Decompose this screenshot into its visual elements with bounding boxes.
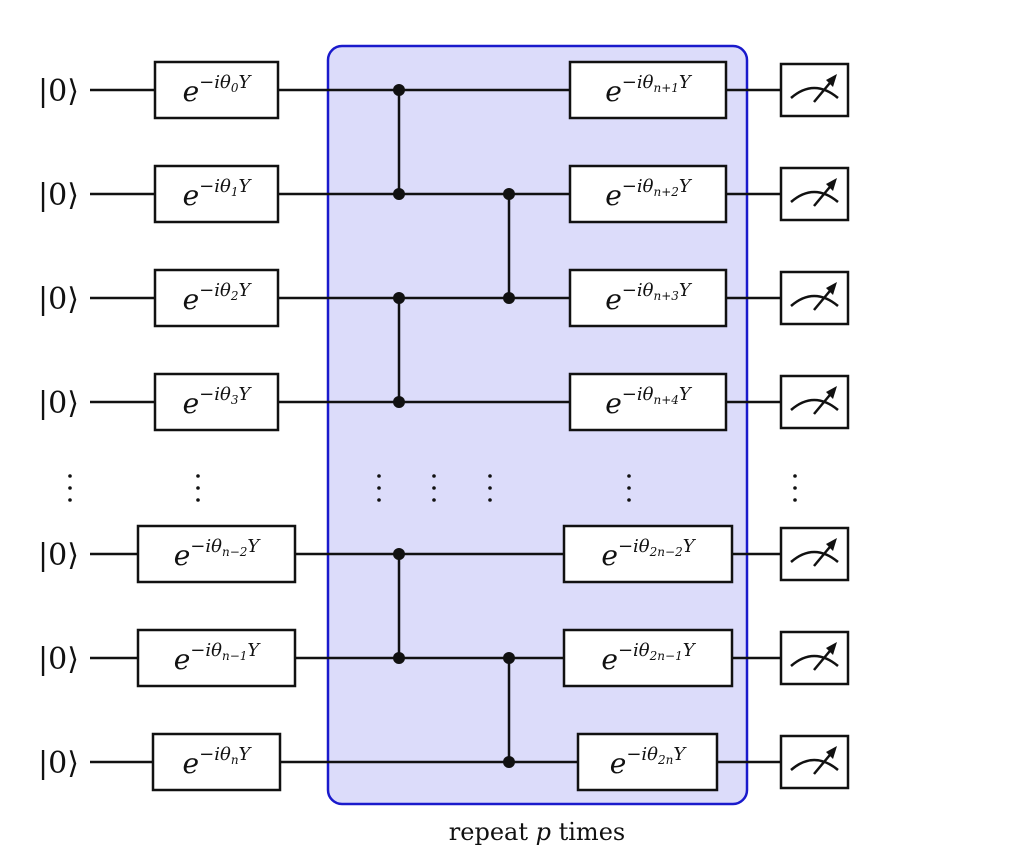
gate-box: [153, 164, 280, 224]
second-rotation-gate: e−iθ2n−1Y: [562, 628, 734, 688]
control-dot: [393, 396, 405, 408]
gate-label: e−iθ2nY: [610, 744, 688, 780]
controlled-z-gate: [503, 652, 515, 768]
control-dot: [503, 756, 515, 768]
first-rotation-gate: e−iθ1Y: [153, 164, 280, 224]
measurement-meter-icon: [779, 526, 850, 582]
gate-box: [151, 732, 282, 792]
vertical-ellipsis: [377, 474, 381, 502]
gate-label: e−iθn+2Y: [605, 176, 693, 212]
initial-state-ket: |0⟩: [38, 746, 79, 781]
first-rotation-gate: e−iθn−2Y: [136, 524, 297, 584]
gate-label: e−iθ2n−1Y: [601, 640, 696, 676]
control-dot: [503, 188, 515, 200]
first-rotation-gate: e−iθn−1Y: [136, 628, 297, 688]
repeat-caption: repeat p times: [449, 818, 625, 846]
controlled-z-gate: [393, 292, 405, 408]
gate-label: e−iθn−1Y: [174, 640, 262, 676]
gate-label: e−iθ3Y: [183, 384, 253, 420]
initial-state-ket: |0⟩: [38, 538, 79, 573]
control-dot: [503, 292, 515, 304]
control-dot: [503, 652, 515, 664]
initial-state-ket: |0⟩: [38, 282, 79, 317]
vertical-ellipsis: [432, 474, 436, 502]
second-rotation-gate: e−iθ2n−2Y: [562, 524, 734, 584]
gate-box: [568, 268, 728, 328]
gate-box: [568, 164, 728, 224]
ellipsis-dots: [68, 474, 797, 502]
second-rotation-gate: e−iθn+3Y: [568, 268, 728, 328]
initial-states: |0⟩ |0⟩ |0⟩ |0⟩ |0⟩ |0⟩ |0⟩: [38, 74, 79, 781]
measurement-meter-icon: [779, 374, 850, 430]
controlled-z-gates: [393, 84, 515, 768]
gate-box: [562, 524, 734, 584]
measurement-meter-icon: [779, 734, 850, 790]
second-rotation-gate: e−iθ2nY: [576, 732, 719, 792]
vertical-ellipsis: [793, 474, 797, 502]
second-rotation-gate: e−iθn+4Y: [568, 372, 728, 432]
initial-state-ket: |0⟩: [38, 178, 79, 213]
measurement-meter-icon: [779, 62, 850, 118]
controlled-z-gate: [393, 548, 405, 664]
gate-label: e−iθn+3Y: [605, 280, 693, 316]
control-dot: [393, 292, 405, 304]
initial-state-ket: |0⟩: [38, 74, 79, 109]
gate-label: e−iθ0Y: [183, 72, 253, 108]
first-rotation-gate: e−iθ3Y: [153, 372, 280, 432]
gate-box: [153, 372, 280, 432]
gate-label: e−iθ1Y: [183, 176, 253, 212]
vertical-ellipsis: [627, 474, 631, 502]
gate-label: e−iθn+1Y: [605, 72, 693, 108]
initial-state-ket: |0⟩: [38, 386, 79, 421]
caption-suffix: times: [551, 818, 625, 846]
first-rotation-gate: e−iθ0Y: [153, 60, 280, 120]
gate-box: [136, 628, 297, 688]
gate-box: [568, 372, 728, 432]
vertical-ellipsis: [196, 474, 200, 502]
second-rotation-gate: e−iθn+2Y: [568, 164, 728, 224]
measurement-meter-icon: [779, 270, 850, 326]
repeat-block: [326, 44, 749, 806]
control-dot: [393, 84, 405, 96]
measurement-meter-icon: [779, 630, 850, 686]
gate-box: [576, 732, 719, 792]
gate-label: e−iθ2Y: [183, 280, 253, 316]
vertical-ellipsis: [488, 474, 492, 502]
controlled-z-gate: [503, 188, 515, 304]
gate-box: [153, 268, 280, 328]
control-dot: [393, 188, 405, 200]
gate-label: e−iθn−2Y: [174, 536, 262, 572]
controlled-z-gate: [393, 84, 405, 200]
measurements: [779, 62, 850, 790]
first-rotation-gate: e−iθ2Y: [153, 268, 280, 328]
gate-label: e−iθnY: [183, 744, 253, 780]
control-dot: [393, 548, 405, 560]
gate-box: [136, 524, 297, 584]
first-rotation-gate: e−iθnY: [151, 732, 282, 792]
control-dot: [393, 652, 405, 664]
gate-box: [568, 60, 728, 120]
gate-box: [562, 628, 734, 688]
gate-box: [153, 60, 280, 120]
gate-label: e−iθn+4Y: [605, 384, 693, 420]
rotation-gates: e−iθ0Y e−iθn+1Y e−iθ1Y e−iθn+2Y e−iθ2Y e−iθn+…: [136, 60, 734, 792]
measurement-meter-icon: [779, 166, 850, 222]
caption-var: p: [536, 818, 551, 846]
caption-prefix: repeat: [449, 818, 536, 846]
initial-state-ket: |0⟩: [38, 642, 79, 677]
gate-label: e−iθ2n−2Y: [601, 536, 696, 572]
second-rotation-gate: e−iθn+1Y: [568, 60, 728, 120]
vertical-ellipsis: [68, 474, 72, 502]
